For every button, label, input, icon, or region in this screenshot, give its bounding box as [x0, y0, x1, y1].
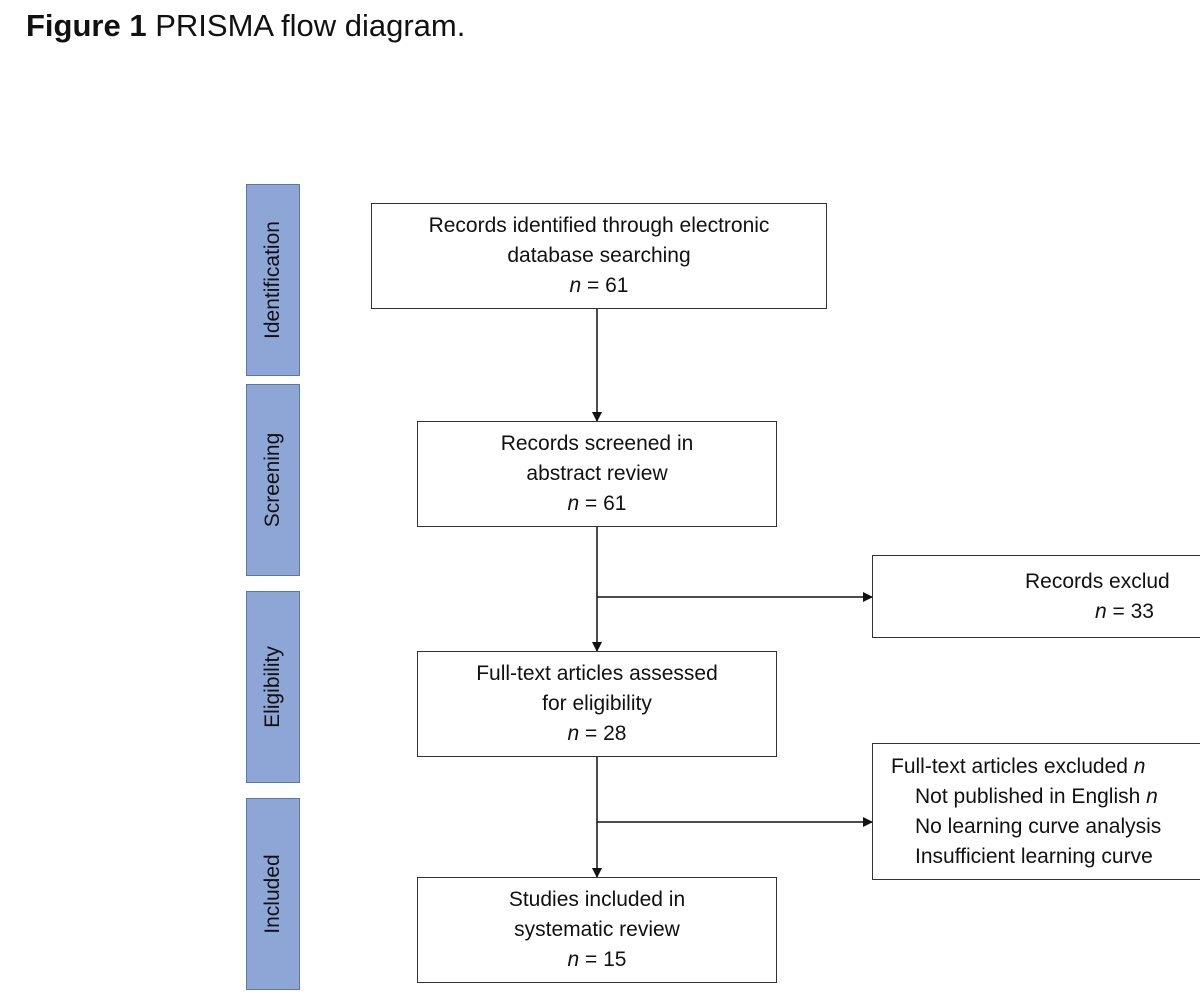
stage-included: Included: [246, 798, 300, 990]
box-fulltext-count: n = 28: [567, 722, 627, 745]
box-included-count: n = 15: [567, 948, 627, 971]
box-records-identified: Records identified through electronic da…: [371, 203, 827, 309]
figure-title: PRISMA flow diagram.: [155, 8, 466, 43]
exclusion-reason-item: No learning curve analysis: [915, 814, 1162, 838]
box-records-screened: Records screened in abstract review n = …: [417, 421, 777, 527]
figure-label: Figure 1: [26, 8, 147, 43]
box-included-line2: systematic review: [514, 918, 680, 941]
box-identified-count: n = 61: [569, 274, 629, 297]
box-screened-line2: abstract review: [526, 462, 668, 485]
box-included-line1: Studies included in: [508, 888, 686, 911]
box-identified-line2: database searching: [507, 244, 691, 267]
stage-identification: Identification: [246, 184, 300, 376]
stage-screening: Screening: [246, 384, 300, 576]
figure-caption: Figure 1 PRISMA flow diagram.: [26, 6, 465, 46]
box-fulltext-excluded: Full-text articles excluded n Not publis…: [872, 743, 1200, 880]
stage-eligibility: Eligibility: [246, 591, 300, 783]
box-excluded-fulltext-heading: Full-text articles excluded n: [891, 754, 1146, 778]
box-records-excluded: Records exclud n = 33: [872, 555, 1200, 638]
box-screened-count: n = 61: [567, 492, 627, 515]
box-screened-line1: Records screened in: [500, 432, 694, 455]
box-identified-line1: Records identified through electronic: [428, 214, 770, 237]
exclusion-reason-item: Not published in English n: [915, 784, 1158, 808]
box-excluded-records-count: n = 33: [1095, 599, 1154, 623]
box-studies-included: Studies included in systematic review n …: [417, 877, 777, 983]
exclusion-reason-item: Insufficient learning curve: [915, 844, 1153, 868]
box-fulltext-assessed: Full-text articles assessed for eligibil…: [417, 651, 777, 757]
box-fulltext-line1: Full-text articles assessed: [476, 662, 718, 685]
box-excluded-records-line1: Records exclud: [1025, 569, 1170, 593]
box-fulltext-line2: for eligibility: [542, 692, 652, 715]
